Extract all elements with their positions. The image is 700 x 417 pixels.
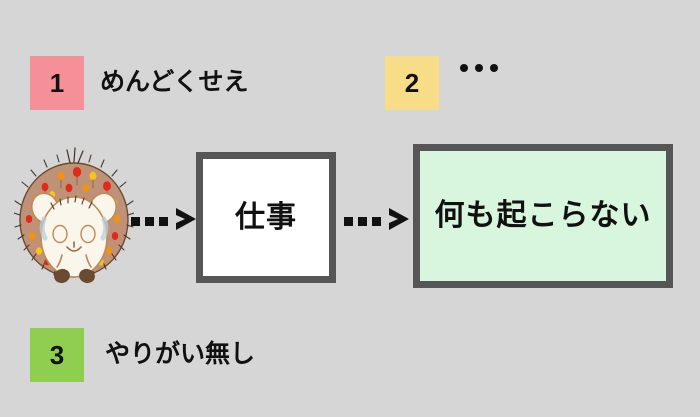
reason-badge-1-number: 1 <box>49 68 65 98</box>
arrow-dash <box>159 217 168 226</box>
arrow-dash <box>131 217 140 226</box>
result-box-label: 何も起こらない <box>434 199 652 232</box>
arrow-dash <box>372 217 381 226</box>
work-box: 仕事 <box>196 152 336 283</box>
ellipsis-dot <box>460 64 468 72</box>
result-box: 何も起こらない <box>413 144 673 288</box>
work-box-label: 仕事 <box>235 200 297 234</box>
ellipsis-dot <box>475 64 483 72</box>
reason-badge-2: 2 <box>385 56 439 110</box>
reason-badge-1: 1 <box>30 56 84 110</box>
arrow-head <box>173 206 199 237</box>
reason-label-1: めんどくせえ <box>100 68 249 96</box>
arrow-dash <box>358 217 367 226</box>
reason-label-3: やりがい無し <box>105 340 256 368</box>
arrow-dash <box>344 217 353 226</box>
arrow-head <box>386 206 412 237</box>
reason-badge-2-number: 2 <box>404 68 420 98</box>
hedgehog-icon <box>13 143 135 288</box>
ellipsis-icon <box>460 64 498 72</box>
dashed-arrow-right-icon-1 <box>131 206 199 237</box>
reason-badge-3: 3 <box>30 328 84 382</box>
arrow-dash <box>145 217 154 226</box>
ellipsis-dot <box>490 64 498 72</box>
dashed-arrow-right-icon-2 <box>344 206 412 237</box>
reason-badge-3-number: 3 <box>49 340 65 370</box>
